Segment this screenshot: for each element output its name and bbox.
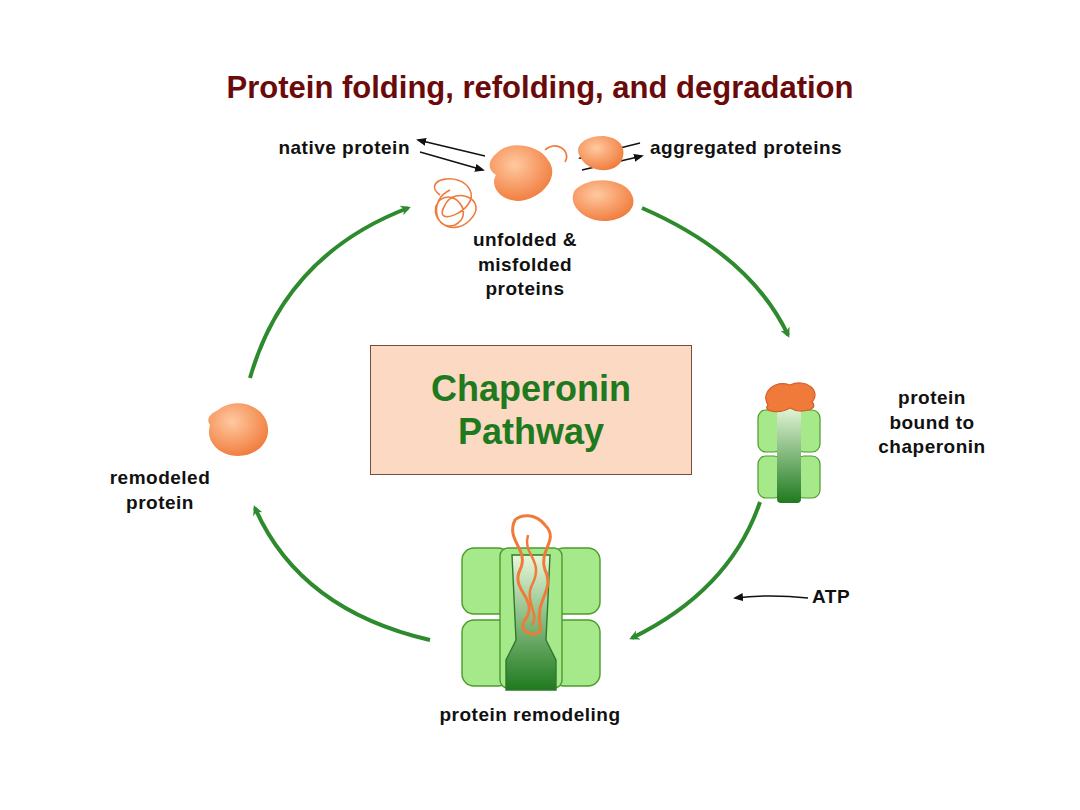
chaperonin-small xyxy=(758,383,820,503)
cycle-arrows xyxy=(250,208,788,640)
stage-label: ATP xyxy=(812,585,872,610)
stage-label: aggregated proteins xyxy=(650,136,950,161)
pathway-box: Chaperonin Pathway xyxy=(370,345,692,475)
stage-label: protein remodeling xyxy=(380,703,680,728)
stage-label: remodeled protein xyxy=(95,466,225,515)
aggregated-protein xyxy=(573,180,634,221)
diagram-title: Protein folding, refolding, and degradat… xyxy=(0,70,1080,106)
stage-label: unfolded & misfolded proteins xyxy=(450,228,600,302)
misfolded-protein xyxy=(490,145,553,201)
unfolded-protein xyxy=(434,179,476,228)
remodeled-protein-shape xyxy=(208,403,268,456)
box-label: Chaperonin Pathway xyxy=(371,367,691,453)
stage-label: native protein xyxy=(190,136,410,161)
aggregated-protein xyxy=(578,136,624,170)
chaperonin-large xyxy=(462,516,600,690)
stage-label: protein bound to chaperonin xyxy=(868,386,996,460)
atp-pointer xyxy=(735,596,808,598)
